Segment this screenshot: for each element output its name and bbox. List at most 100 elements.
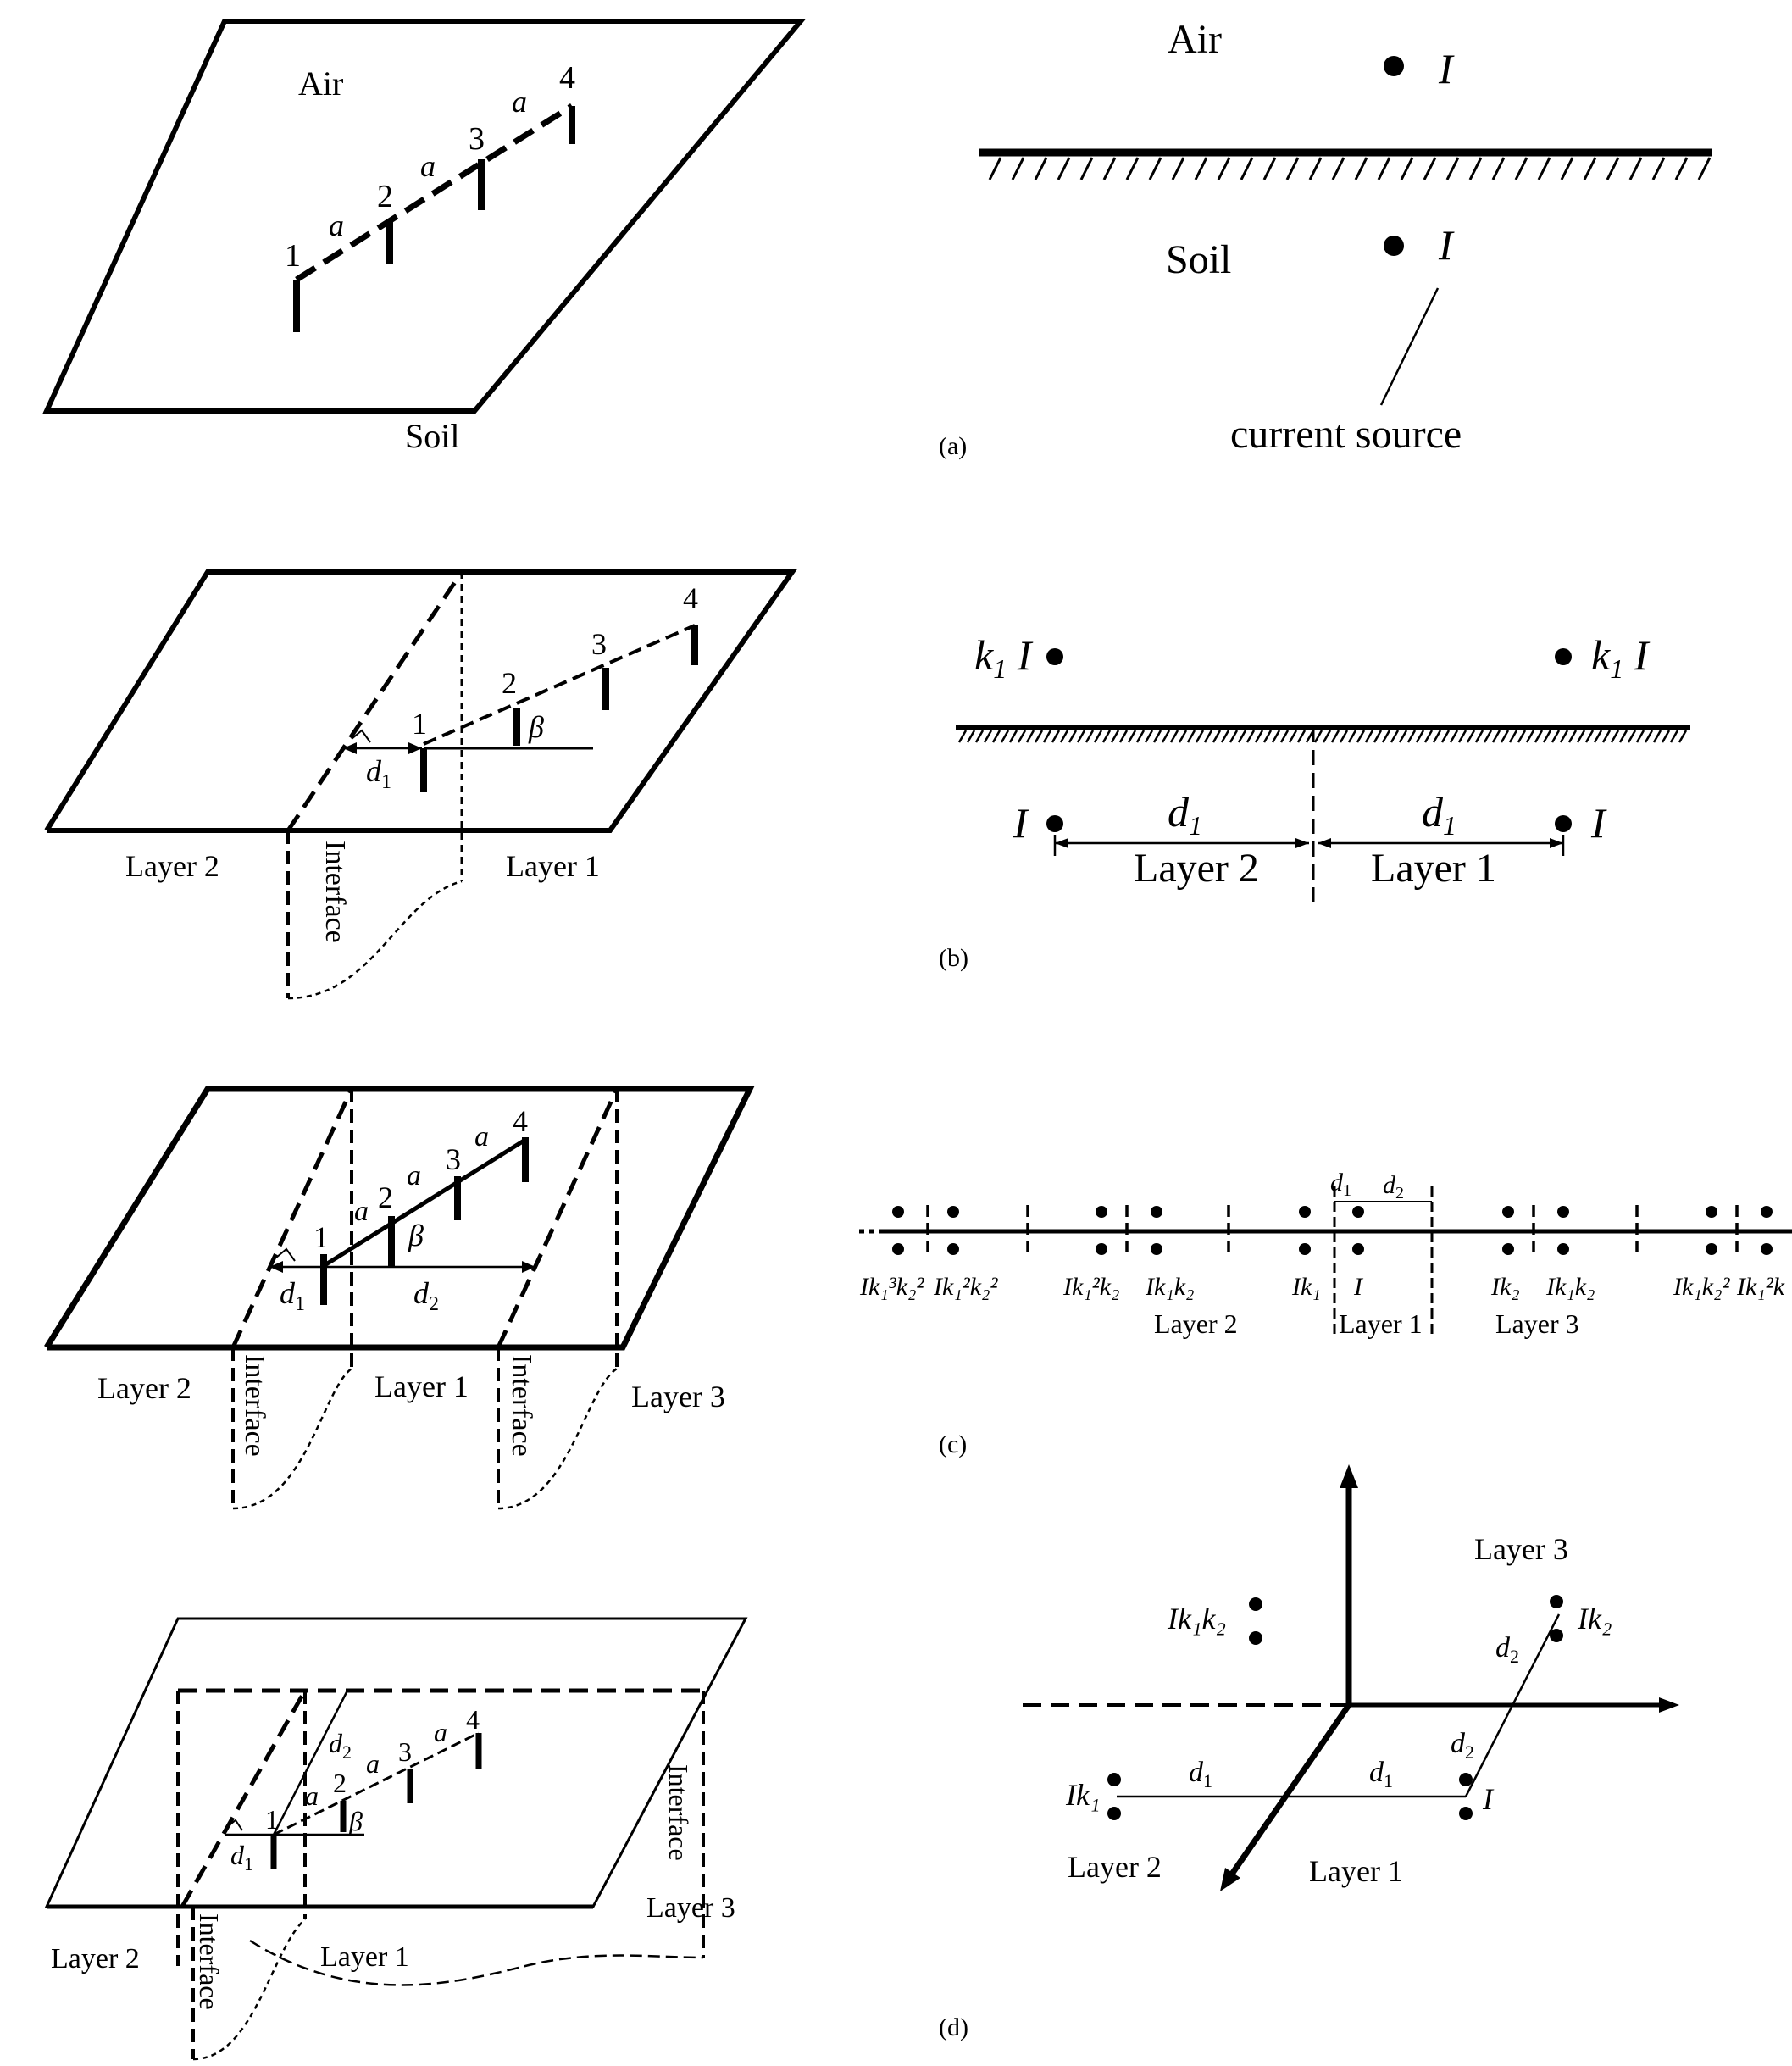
- hatch-mark: [1669, 730, 1679, 743]
- caption-d: (d): [939, 2013, 968, 2041]
- current-source-label: current source: [1230, 412, 1462, 457]
- hatch-mark: [1008, 730, 1018, 743]
- hatch-mark: [966, 730, 976, 743]
- ik1-dot-top: [1107, 1773, 1121, 1786]
- image-label-1: Ik₁³k₂²: [859, 1273, 924, 1301]
- hatch-mark: [988, 157, 1002, 180]
- hatch-mark: [1339, 730, 1349, 743]
- caption-b: (b): [939, 944, 968, 972]
- layer-3-bottom-curve: [249, 1939, 704, 1986]
- ik1k2-dot-bottom: [1249, 1631, 1262, 1645]
- hatch-mark: [1627, 730, 1637, 743]
- hatch-mark: [1400, 157, 1414, 180]
- image-dot: [1299, 1206, 1311, 1218]
- layer-2-label: Layer 2: [125, 849, 219, 883]
- hatch-mark: [1118, 730, 1129, 743]
- d2-label-upper: d2: [1495, 1632, 1519, 1667]
- spacing-label: a: [420, 149, 436, 183]
- hatch-mark: [1415, 730, 1425, 743]
- hatch-mark: [1068, 730, 1078, 743]
- current-label: I: [1482, 1782, 1495, 1816]
- hatch-mark: [957, 730, 968, 743]
- d1-arrowhead: [1055, 838, 1068, 848]
- hatch-mark: [1651, 157, 1666, 180]
- hatch-mark: [1635, 730, 1645, 743]
- diagonal-axis-arrowhead: [1220, 1868, 1240, 1891]
- hatch-mark: [1262, 157, 1277, 180]
- image-dot: [1096, 1243, 1107, 1255]
- interface-label: Interface: [194, 1913, 225, 2010]
- horizontal-axis-arrowhead: [1659, 1697, 1679, 1713]
- ik1-label: Ik₁: [1065, 1778, 1100, 1812]
- right-angle-mark: [226, 1819, 243, 1831]
- image-label-8: Ik₁k₂: [1545, 1273, 1595, 1301]
- hatch-mark: [1398, 730, 1408, 743]
- hatch-mark: [974, 730, 985, 743]
- probe-line: [423, 624, 696, 746]
- hatch-mark: [1093, 730, 1103, 743]
- d1-label: d1: [366, 754, 391, 793]
- hatch-mark: [1313, 730, 1323, 743]
- panel-c-right: Ik₁³k₂² Ik₁²k₂² Ik₁²k₂ Ik₁k₂ Ik₁ I Ik₂ I…: [854, 1169, 1792, 1458]
- current-dot-top: [1459, 1773, 1473, 1786]
- hatch-mark: [1697, 157, 1712, 180]
- image-label-10: Ik₁²k: [1736, 1273, 1785, 1301]
- hatch-mark: [1652, 730, 1662, 743]
- probe-3-number: 3: [591, 627, 607, 661]
- spacing-label: a: [474, 1121, 489, 1152]
- probe-1-number: 1: [285, 238, 301, 274]
- hatch-mark: [1423, 157, 1437, 180]
- d1-arrowhead: [269, 1261, 283, 1273]
- spacing-label: a: [407, 1160, 421, 1191]
- hatch-mark: [1217, 157, 1231, 180]
- image-label-5: Ik₁: [1291, 1273, 1321, 1301]
- probe-2-number: 2: [502, 666, 517, 700]
- hatch-mark: [1661, 730, 1671, 743]
- hatch-mark: [1364, 730, 1374, 743]
- image-dot: [1706, 1206, 1717, 1218]
- hatch-mark: [1468, 157, 1483, 180]
- probe-2-number: 2: [378, 1180, 393, 1214]
- ground-plane: [44, 1086, 755, 1351]
- hatch-mark: [1466, 730, 1476, 743]
- interface-1-bottom-curve: [232, 1367, 352, 1510]
- hatch-mark: [1152, 730, 1162, 743]
- ik2-dot-bottom: [1550, 1629, 1563, 1642]
- interface-2-edge: [496, 1087, 619, 1349]
- d1-arrowhead: [1550, 838, 1563, 848]
- beta-label: β: [528, 710, 544, 744]
- interface-label: Interface: [239, 1354, 270, 1457]
- d1-label: d1: [280, 1276, 305, 1315]
- hatch-mark: [1330, 730, 1340, 743]
- hatch-mark: [1491, 730, 1501, 743]
- diagonal-axis: [1224, 1703, 1351, 1883]
- interface-label: Interface: [506, 1354, 537, 1457]
- d1-label-right: d1: [1422, 788, 1456, 841]
- image-dot: [1761, 1243, 1773, 1255]
- hatch-mark: [1483, 730, 1493, 743]
- hatch-mark: [1144, 730, 1154, 743]
- vertical-axis-arrowhead: [1340, 1464, 1358, 1488]
- current-label-right: I: [1590, 799, 1607, 847]
- hatch-mark: [1212, 730, 1222, 743]
- image-current-dot-left: [1046, 648, 1063, 665]
- hatch-mark: [1169, 730, 1179, 743]
- layer-1-label: Layer 1: [506, 849, 600, 883]
- hatch-mark: [1381, 730, 1391, 743]
- right-angle-mark: [351, 729, 371, 743]
- d1-label-left: d1: [1189, 1757, 1212, 1791]
- hatch-mark: [1356, 730, 1366, 743]
- image-dot: [892, 1243, 904, 1255]
- d2-label: d2: [1383, 1171, 1404, 1202]
- caption-c: (c): [939, 1430, 967, 1458]
- spacing-label: a: [434, 1717, 447, 1747]
- ground-plane: [44, 1617, 748, 1908]
- layer-1-label: Layer 1: [1339, 1308, 1423, 1339]
- hatch-mark: [1135, 730, 1146, 743]
- hatch-mark: [1537, 157, 1551, 180]
- panel-a-left: Air Soil 1 2 3 4 a a a: [42, 19, 807, 455]
- spacing-label: a: [329, 208, 344, 242]
- d1-label-right: d1: [1369, 1757, 1393, 1791]
- hatch-mark: [1474, 730, 1484, 743]
